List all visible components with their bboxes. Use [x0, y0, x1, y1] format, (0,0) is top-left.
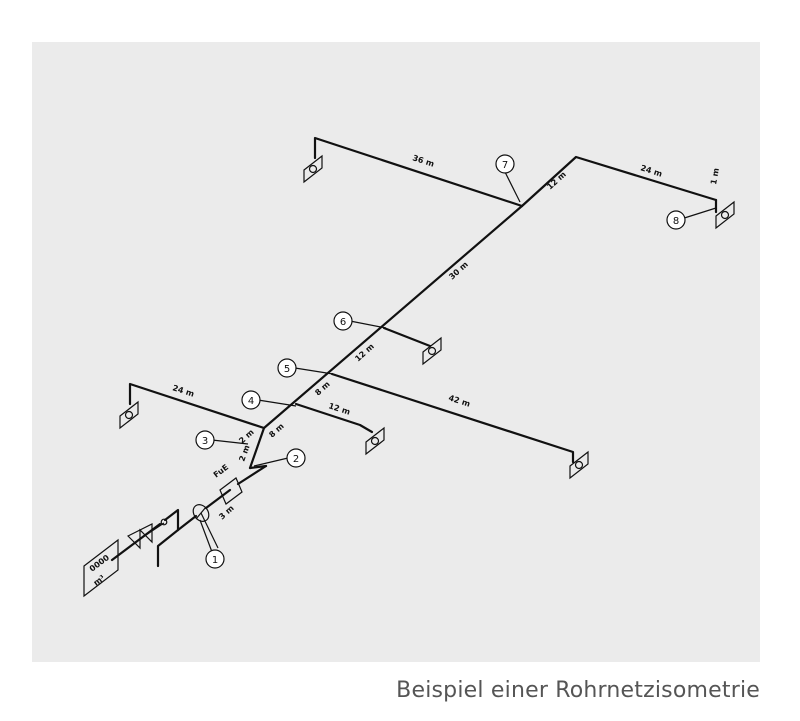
svg-text:2: 2	[293, 454, 299, 465]
marker-2: 2	[286, 448, 306, 468]
leader-3	[211, 439, 249, 445]
svg-text:3: 3	[202, 436, 208, 447]
fue-label: FuE	[212, 463, 230, 480]
gate-valve-icon	[126, 518, 168, 550]
marker-5: 5	[277, 358, 297, 378]
leader-6	[349, 320, 387, 329]
outlet-42m	[569, 450, 589, 480]
branch-24m-left-pipe	[128, 382, 266, 430]
diagram-panel	[32, 42, 760, 662]
length-30m: 30 m	[447, 260, 470, 282]
length-2m-b: 2 m	[237, 444, 251, 463]
outlet-12m-low	[365, 426, 385, 456]
meter-digits: 0000	[88, 553, 112, 574]
svg-text:5: 5	[284, 364, 290, 375]
supply-pipe-5	[236, 464, 268, 486]
marker-8: 8	[666, 210, 686, 230]
water-meter: 0000 m³	[83, 538, 119, 598]
supply-pipe-3	[176, 514, 198, 532]
leader-2	[253, 457, 289, 467]
supply-pipe-4	[204, 488, 232, 510]
branch-36m-pipe	[313, 136, 524, 208]
outlet-left	[119, 400, 139, 430]
figure-caption: Beispiel einer Rohrnetzisometrie	[396, 678, 760, 703]
svg-text:4: 4	[248, 396, 254, 407]
supply-pipe	[110, 522, 162, 562]
branch-42m-pipe	[330, 372, 575, 464]
supply-pipe-2	[156, 508, 180, 568]
leader-1	[199, 519, 213, 553]
leader-4	[257, 399, 297, 407]
length-8m-low: 8 m	[267, 422, 285, 440]
outlet-top-left	[303, 154, 323, 184]
svg-text:6: 6	[340, 317, 346, 328]
leader-7	[504, 171, 521, 203]
meter-unit: m³	[92, 573, 107, 588]
length-42m: 42 m	[447, 393, 471, 408]
leader-5	[294, 367, 334, 375]
outlet-right	[715, 200, 735, 230]
marker-7: 7	[495, 154, 515, 174]
svg-text:8: 8	[673, 216, 679, 227]
length-12m-mid: 12 m	[353, 342, 376, 364]
length-36m: 36 m	[411, 153, 435, 168]
marker-4: 4	[241, 390, 261, 410]
riser-pipe	[248, 464, 268, 470]
length-3m: 3 m	[217, 504, 235, 522]
marker-6: 6	[333, 311, 353, 331]
pump-icon	[192, 504, 219, 549]
marker-1: 1	[205, 549, 225, 569]
branch-12m-low-pipe	[294, 402, 374, 434]
outlet-6	[422, 336, 442, 366]
marker-3: 3	[195, 430, 215, 450]
branch-outlet6-pipe	[382, 326, 432, 348]
length-1m: 1 m	[709, 167, 721, 185]
svg-text:7: 7	[502, 160, 508, 171]
svg-text:1: 1	[212, 555, 218, 566]
main-trunk-pipe	[248, 155, 718, 470]
length-24m-left: 24 m	[171, 383, 195, 398]
